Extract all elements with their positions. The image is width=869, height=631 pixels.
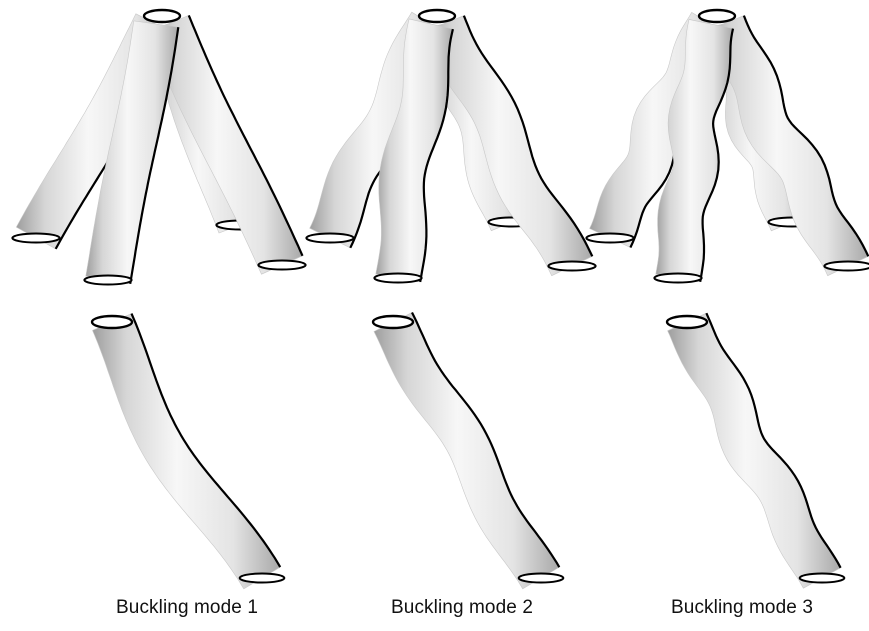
tripod-3-leg-3 xyxy=(653,19,735,284)
single-tube-2 xyxy=(373,312,565,590)
tripod-1-top-ring xyxy=(142,8,182,24)
single-tube-1-top-ring xyxy=(90,314,134,330)
tripod-2-top-ring xyxy=(417,8,457,24)
single-tube-3-top-ring xyxy=(665,314,709,330)
tripod-3-top-ring xyxy=(697,8,737,24)
tripod-1-leg-3 xyxy=(83,20,180,286)
caption-mode-1: Buckling mode 1 xyxy=(116,597,258,618)
single-tube-3 xyxy=(667,312,846,589)
caption-mode-2: Buckling mode 2 xyxy=(391,597,533,618)
tripod-2-leg-3 xyxy=(373,18,454,284)
tripod-1-leg-4 xyxy=(146,14,307,275)
single-tube-1 xyxy=(92,313,286,590)
tripod-3-leg-4 xyxy=(701,15,869,277)
tripod-2-leg-4 xyxy=(421,15,597,277)
single-tube-2-top-ring xyxy=(371,314,415,330)
caption-mode-3: Buckling mode 3 xyxy=(671,597,813,618)
